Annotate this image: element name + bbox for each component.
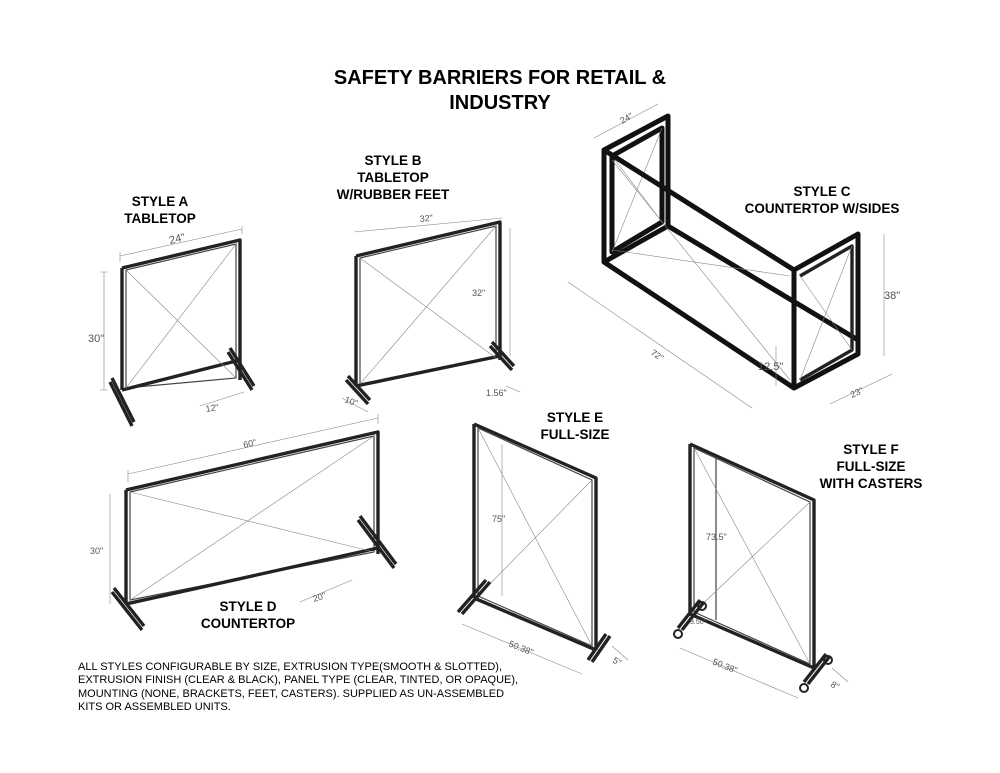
style-d-height-dim: 30" <box>90 546 103 556</box>
note-line-1: ALL STYLES CONFIGURABLE BY SIZE, EXTRUSI… <box>78 661 502 673</box>
style-b-height-dim: 32" <box>472 288 485 298</box>
style-b-gap-dim: 1.56" <box>486 388 507 398</box>
style-e-width-dim: 50.38" <box>507 639 535 658</box>
style-f-label: STYLE F FULL-SIZE WITH CASTERS <box>819 442 923 491</box>
note-line-2: EXTRUSION FINISH (CLEAR & BLACK), PANEL … <box>78 674 519 687</box>
style-e-height-dim: 75" <box>492 514 505 524</box>
style-d-foot-dim: 20" <box>312 590 328 604</box>
style-c-height-dim: 38" <box>884 290 900 302</box>
style-b-label: STYLE B TABLETOP W/RUBBER FEET <box>336 153 450 202</box>
style-f-foot-dim: 8" <box>829 679 841 692</box>
style-c-drawing: 24" 72" 38" 12.5" 23" <box>567 103 900 409</box>
style-a-label: STYLE A TABLETOP <box>124 194 196 226</box>
style-f-width-dim: 50.38" <box>711 657 739 676</box>
style-e-foot-dim: 5" <box>611 655 623 668</box>
style-c-side-dim: 23" <box>849 385 865 400</box>
style-e-drawing: 75" 50.38" 5" <box>456 422 629 675</box>
note-line-4: KITS OR ASSEMBLED UNITS. <box>78 701 231 714</box>
note-line-3: MOUNTING (NONE, BRACKETS, FEET, CASTERS)… <box>78 687 505 700</box>
style-b-drawing: 32" 32" 10" 1.56" <box>341 213 521 413</box>
configuration-notes: ALL STYLES CONFIGURABLE BY SIZE, EXTRUSI… <box>78 661 548 715</box>
style-a-drawing: 24" 30" 12" <box>88 226 256 427</box>
style-d-width-dim: 60" <box>242 437 257 450</box>
style-d-label: STYLE D COUNTERTOP <box>200 599 296 631</box>
style-d-drawing: 60" 30" 20" <box>90 414 398 632</box>
style-a-width-dim: 24" <box>168 232 187 247</box>
title-line-2: INDUSTRY <box>449 92 551 114</box>
style-b-foot-dim: 10" <box>343 394 359 408</box>
style-f-drawing: 73.5" 50.38" 3.50" 8" <box>673 442 849 699</box>
style-a-foot-dim: 12" <box>205 402 219 414</box>
style-f-caster-dim: 3.50" <box>690 619 707 626</box>
page-title: SAFETY BARRIERS FOR RETAIL & INDUSTRY <box>260 66 740 116</box>
style-c-length-dim: 72" <box>649 347 666 363</box>
style-c-depth-dim: 24" <box>618 111 634 126</box>
style-f-height-dim: 73.5" <box>706 532 727 542</box>
style-c-label: STYLE C COUNTERTOP W/SIDES <box>744 184 900 216</box>
style-a-height-dim: 30" <box>88 333 104 345</box>
style-e-label: STYLE E FULL-SIZE <box>540 410 610 442</box>
style-c-clearance-dim: 12.5" <box>758 361 783 373</box>
style-b-width-dim: 32" <box>419 213 433 224</box>
title-line-1: SAFETY BARRIERS FOR RETAIL & <box>333 67 667 89</box>
